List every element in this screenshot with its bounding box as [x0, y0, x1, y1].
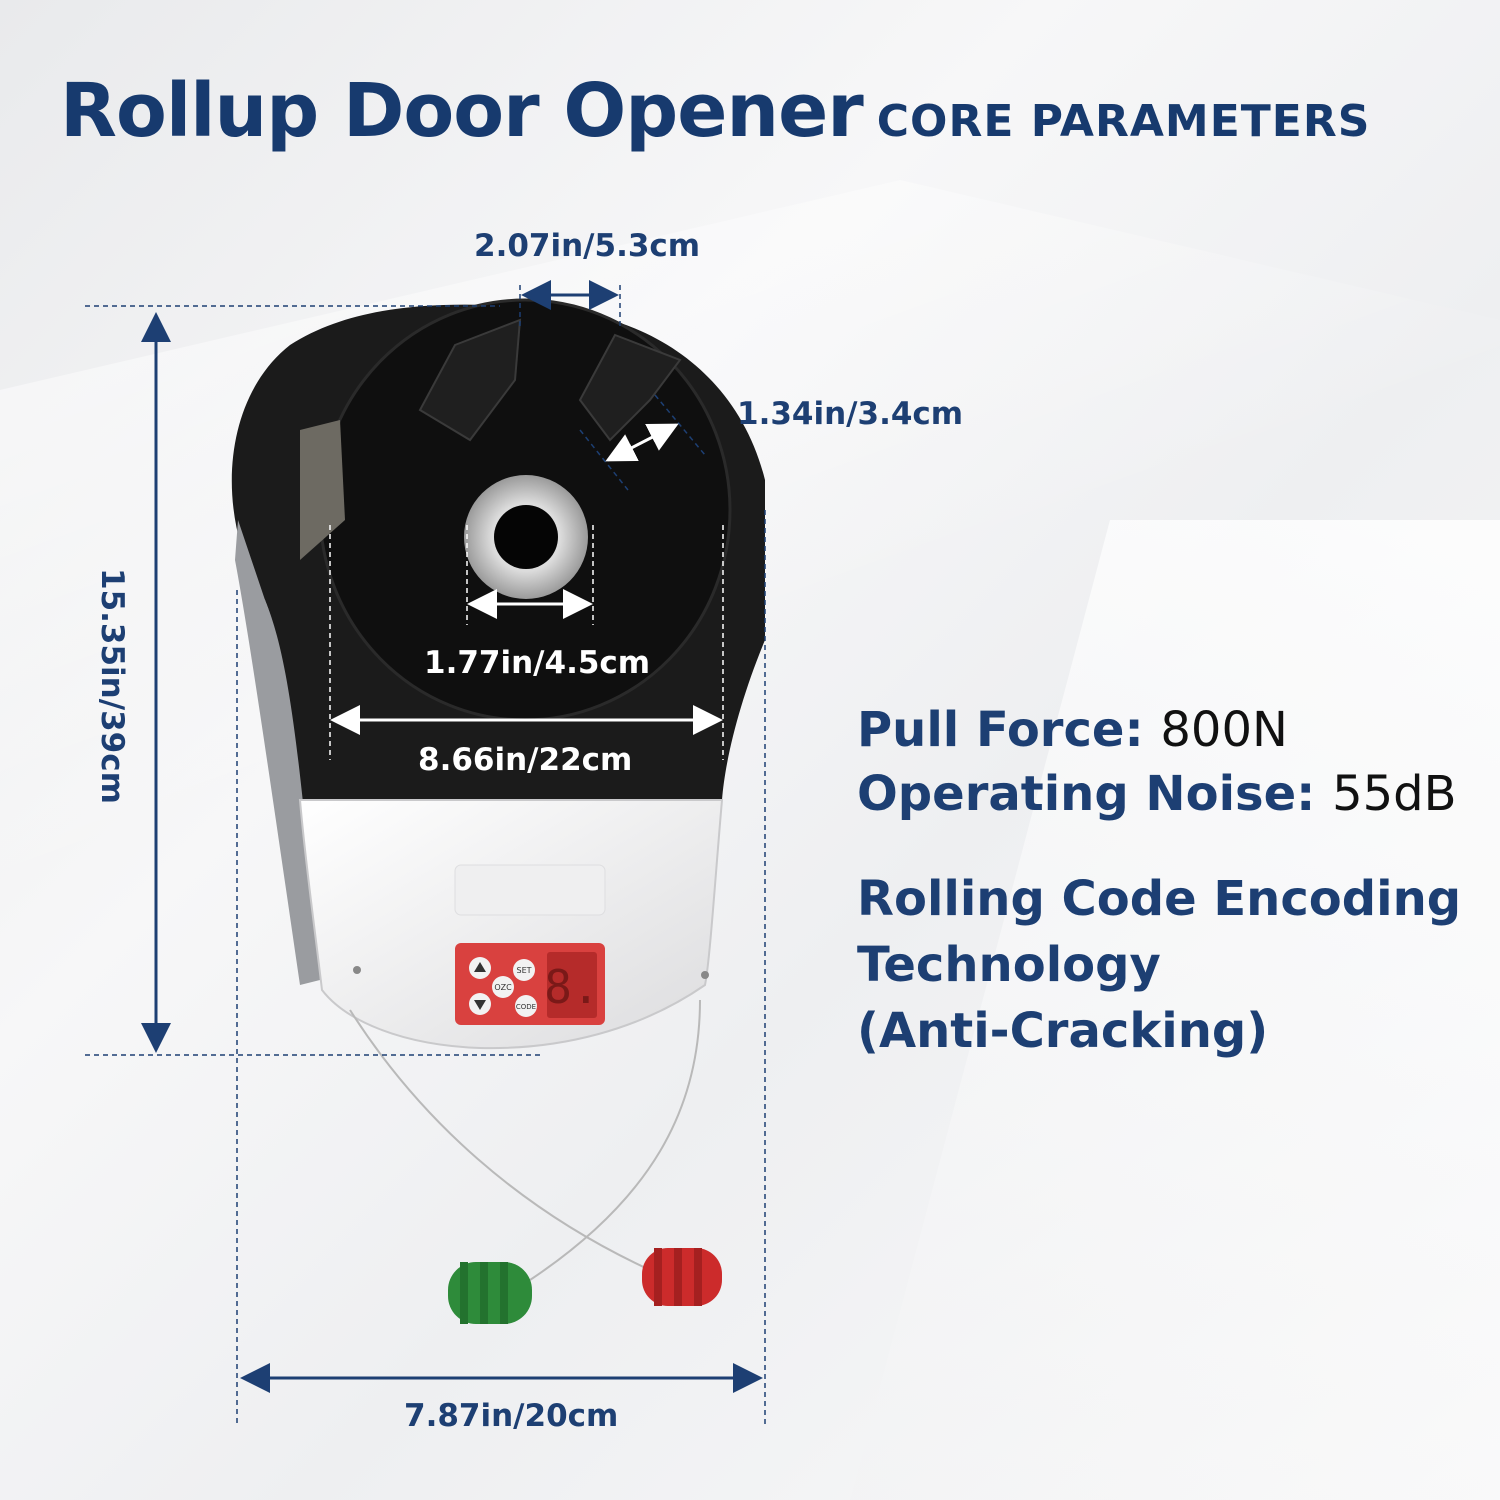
arm-width-label: 1.34in/3.4cm: [737, 396, 964, 432]
screw-left: [353, 966, 361, 974]
pull-force-value: 800N: [1160, 702, 1288, 758]
feature-line-1: Rolling Code Encoding: [857, 871, 1462, 927]
red-stopper-icon: [642, 1248, 722, 1306]
ozc-button: [492, 976, 514, 998]
arm-left: [418, 318, 522, 442]
control-panel: SET OZC CODE 8.: [455, 943, 605, 1025]
green-stopper-icon: [448, 1262, 532, 1324]
pull-cords: [349, 999, 722, 1324]
noise-spec: Operating Noise: 55dB: [857, 762, 1487, 826]
gear-mechanism: [300, 420, 345, 560]
code-label: CODE: [516, 1003, 536, 1011]
led-digit: 8.: [544, 960, 599, 1014]
pull-force-label: Pull Force:: [857, 702, 1144, 758]
screw-right: [701, 971, 709, 979]
noise-value: 55dB: [1332, 766, 1457, 822]
led-display: [547, 952, 597, 1018]
body-width-label: 7.87in/20cm: [404, 1398, 619, 1434]
arm-right: [578, 333, 682, 442]
rolling-code-feature: Rolling Code Encoding Technology (Anti-C…: [857, 866, 1487, 1064]
set-button: [513, 959, 535, 981]
code-button: [515, 995, 537, 1017]
feature-line-3: (Anti-Cracking): [857, 1003, 1269, 1059]
arm-width-arrow: [605, 423, 679, 462]
pull-force-spec: Pull Force: 800N: [857, 698, 1487, 762]
drum-width-label: 8.66in/22cm: [418, 742, 633, 778]
label-recess: [454, 864, 606, 916]
white-cover: [298, 799, 724, 1050]
title-main: Rollup Door Opener: [60, 68, 864, 154]
shaft-diameter-label: 1.77in/4.5cm: [424, 645, 651, 681]
arm-gap-label: 2.07in/5.3cm: [474, 228, 701, 264]
shaft-hole: [494, 505, 558, 569]
feature-line-2: Technology: [857, 937, 1161, 993]
ozc-label: OZC: [494, 983, 512, 992]
noise-label: Operating Noise:: [857, 766, 1316, 822]
height-label: 15.35in/39cm: [94, 568, 130, 804]
title-sub: CORE PARAMETERS: [876, 96, 1371, 147]
gray-side-frame: [235, 520, 320, 985]
dimension-guides: [85, 285, 766, 1425]
specs-block: Pull Force: 800N Operating Noise: 55dB R…: [857, 698, 1487, 1064]
set-label: SET: [516, 966, 531, 975]
